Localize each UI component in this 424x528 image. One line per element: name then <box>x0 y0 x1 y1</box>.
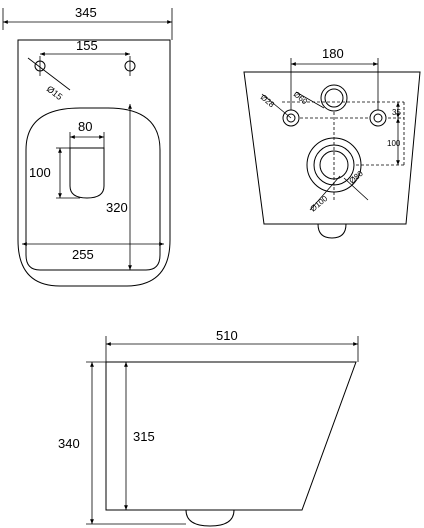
leader-line <box>295 91 325 109</box>
leader-line <box>309 175 341 211</box>
dim-overall-width: 345 <box>75 5 97 20</box>
dim-bowl-depth: 320 <box>106 200 128 215</box>
bolt-hole-left-outer <box>282 109 300 127</box>
top-view-opening <box>69 147 105 199</box>
dim-offset-vertical: 35 <box>392 108 401 117</box>
rear-view-outline <box>243 71 421 225</box>
top-view-seat-outline <box>25 107 161 271</box>
dim-bowl-width: 255 <box>72 247 94 262</box>
dim-inner-height: 100 <box>29 165 51 180</box>
dim-outlet-height: 100 <box>387 139 401 148</box>
dim-height-body: 315 <box>133 429 155 444</box>
dim-height-total: 340 <box>58 436 80 451</box>
dim-inlet-diameter: Ø60 <box>292 90 310 107</box>
dim-outlet-inner: Ø80 <box>348 169 366 186</box>
top-view-outline <box>17 39 171 287</box>
bolt-hole-left-inner <box>286 113 296 123</box>
side-view-outlet-bulge <box>185 509 235 527</box>
leader-line <box>261 93 292 119</box>
dim-bolt-diameter: Ø28 <box>259 93 277 110</box>
dim-inner-width: 80 <box>78 119 92 134</box>
bolt-hole-right-outer <box>369 109 387 127</box>
outlet-mid <box>313 144 355 186</box>
dim-hole-spacing: 155 <box>76 38 98 53</box>
bolt-hole-right-inner <box>373 113 383 123</box>
dim-outlet-outer: Ø100 <box>309 194 330 214</box>
rear-view: 180 35 100 Ø28 Ø60 Ø80 <box>243 46 421 239</box>
inlet-inner <box>324 88 344 108</box>
side-view-outline <box>105 361 357 511</box>
top-view: 345 155 Ø15 80 100 320 255 <box>2 5 173 287</box>
dim-bolt-spacing: 180 <box>322 46 344 61</box>
rear-view-outlet-bulge <box>317 223 347 239</box>
side-view: 510 340 315 <box>58 328 359 527</box>
dim-hole-diameter: Ø15 <box>45 84 65 102</box>
inlet-outer <box>320 84 348 112</box>
leader-line <box>27 57 71 91</box>
dim-length: 510 <box>216 328 238 343</box>
outlet-inner <box>319 150 349 180</box>
leader-line <box>343 177 369 201</box>
outlet-outer <box>306 137 362 193</box>
